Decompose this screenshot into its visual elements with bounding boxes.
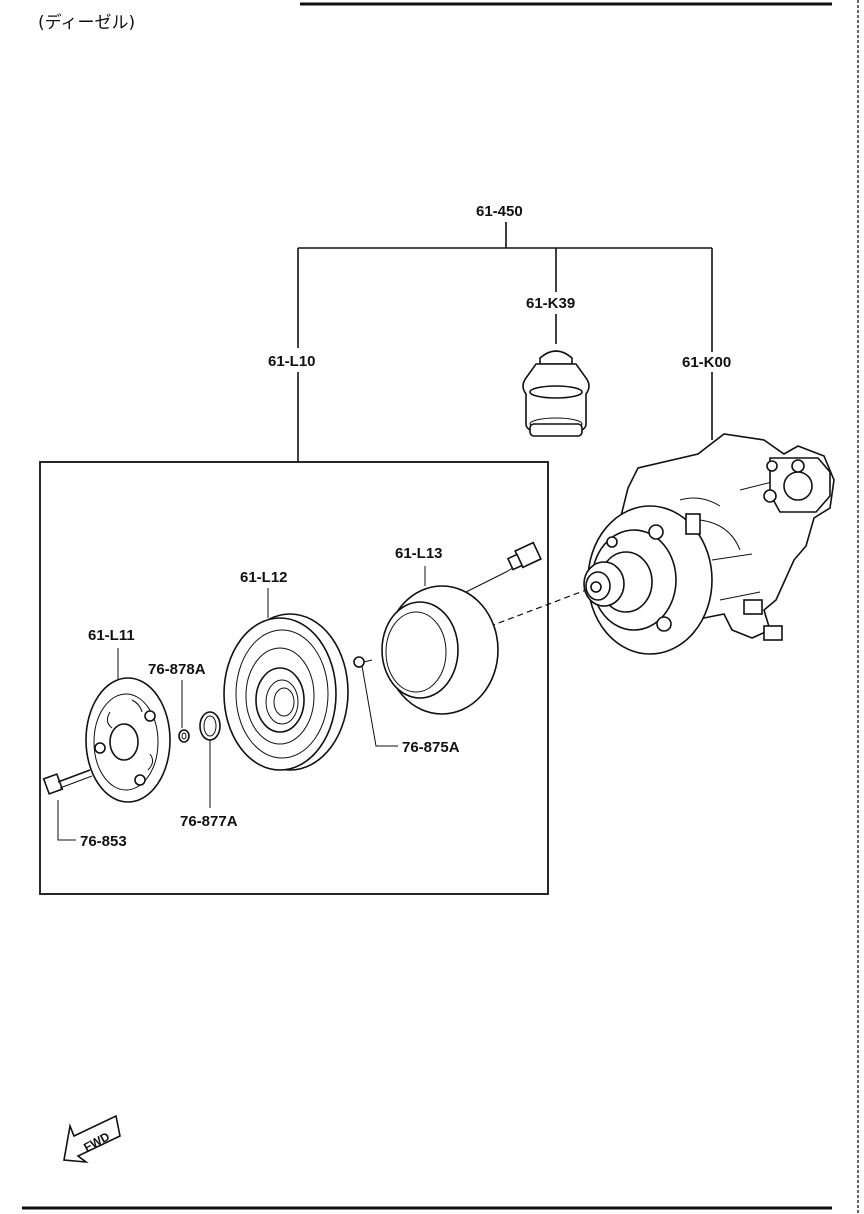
fwd-arrow-icon: FWD: [63, 1114, 121, 1164]
compressor-oil-bottle: [522, 350, 590, 437]
diagram-title: (ディーゼル): [38, 12, 135, 33]
label-coil-screw: 76-875A: [402, 739, 460, 756]
shim: [178, 729, 190, 743]
label-coil: 61-L13: [395, 545, 443, 562]
label-oil: 61-K39: [526, 295, 575, 312]
coil-screw: [353, 656, 373, 668]
assembly-axis: [479, 589, 587, 631]
pressure-plate: [85, 677, 171, 803]
field-coil: [381, 541, 542, 715]
label-assembly: 61-450: [476, 203, 523, 220]
bolt: [42, 769, 93, 795]
label-snap-ring: 76-877A: [180, 813, 238, 830]
pulley: [223, 613, 349, 771]
snap-ring: [199, 711, 221, 741]
leader-lines: [57, 566, 426, 841]
label-bolt: 76-853: [80, 833, 127, 850]
label-pulley: 61-L12: [240, 569, 288, 586]
label-clutch-set: 61-L10: [268, 353, 316, 370]
compressor: [583, 433, 835, 655]
label-plate: 61-L11: [88, 627, 135, 644]
label-compressor: 61-K00: [682, 354, 731, 371]
assembly-bracket: [297, 222, 713, 462]
clutch-set-box: [39, 461, 549, 895]
label-shim: 76-878A: [148, 661, 206, 678]
